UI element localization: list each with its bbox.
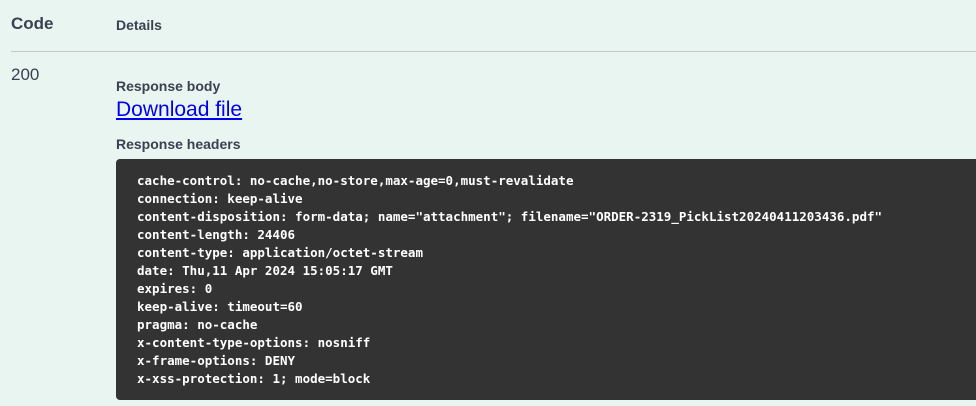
header-line-content-length: content-length: 24406 — [137, 227, 296, 242]
header-line-pragma: pragma: no-cache — [137, 317, 258, 332]
response-headers-code-block[interactable]: cache-control: no-cache,no-store,max-age… — [116, 159, 976, 400]
download-file-link[interactable]: Download file — [116, 98, 243, 121]
header-line-cache-control: cache-control: no-cache,no-store,max-age… — [137, 173, 574, 188]
details-column-header: Details — [116, 17, 162, 33]
header-line-content-disposition: content-disposition: form-data; name="at… — [137, 209, 883, 224]
header-line-connection: connection: keep-alive — [137, 191, 303, 206]
header-line-keep-alive: keep-alive: timeout=60 — [137, 299, 303, 314]
response-headers-label: Response headers — [116, 136, 241, 152]
response-body-label: Response body — [116, 78, 221, 94]
header-line-x-frame-options: x-frame-options: DENY — [137, 353, 296, 368]
responses-table-header: Code Details — [11, 0, 976, 52]
header-line-x-content-type-options: x-content-type-options: nosniff — [137, 335, 371, 350]
header-line-expires: expires: 0 — [137, 281, 213, 296]
code-column-header: Code — [11, 14, 54, 33]
header-line-content-type: content-type: application/octet-stream — [137, 245, 423, 260]
header-line-date: date: Thu,11 Apr 2024 15:05:17 GMT — [137, 263, 393, 278]
header-line-x-xss-protection: x-xss-protection: 1; mode=block — [137, 371, 371, 386]
response-status-code: 200 — [11, 65, 40, 84]
